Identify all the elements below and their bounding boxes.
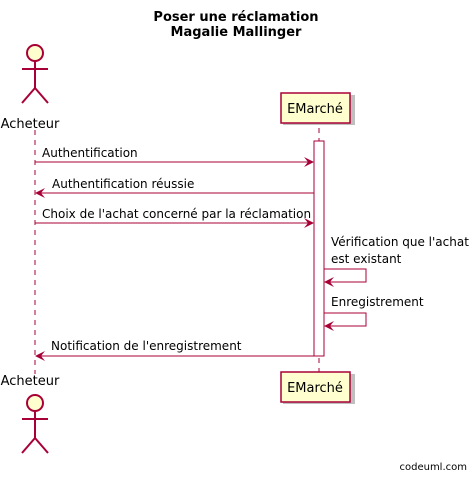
message-label-line1: Vérification que l'achat [331,235,469,249]
message-enregistrement-self: Enregistrement [324,295,424,331]
watermark: codeuml.com [399,462,467,473]
participant-top-label: EMarché [287,102,343,117]
message-label: Notification de l'enregistrement [51,339,242,353]
message-authentification: Authentification [35,146,314,167]
message-label: Choix de l'achat concerné par la réclama… [42,207,311,221]
message-verification-self: Vérification que l'achat est existant [324,235,469,287]
message-authentification-reussie: Authentification réussie [35,177,314,198]
message-label: Authentification [42,146,138,160]
participant-bottom-box [280,371,351,403]
message-choix-achat: Choix de l'achat concerné par la réclama… [35,207,314,228]
actor-stick-figure-icon [21,394,49,454]
self-message-arrow [324,312,367,331]
message-notification: Notification de l'enregistrement [35,339,314,361]
self-message-arrow [324,268,367,287]
actor-top-label: Acheteur [1,117,60,132]
message-label: Enregistrement [331,295,424,309]
actor-top: Acheteur [1,44,60,132]
actor-bottom: Acheteur [1,374,60,454]
activation-bar [313,140,325,357]
actor-bottom-label: Acheteur [1,374,60,389]
message-label-line2: est existant [331,252,402,266]
actor-stick-figure-icon [21,44,49,104]
diagram-subtitle: Magalie Mallinger [171,25,302,40]
diagram-title: Poser une réclamation [153,10,318,25]
participant-top: EMarché [280,92,355,125]
participant-bottom-label: EMarché [287,381,343,396]
message-label: Authentification réussie [52,177,194,191]
participant-bottom: EMarché [280,371,355,404]
participant-top-box [280,92,351,124]
